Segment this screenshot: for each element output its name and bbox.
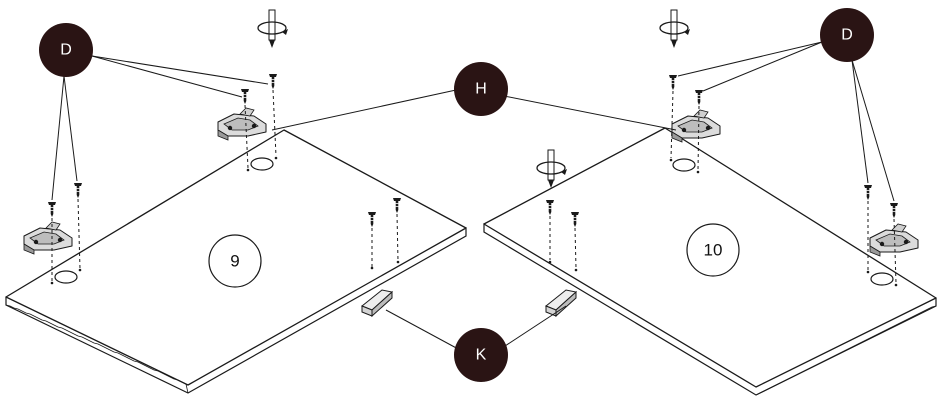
screwdriver-icon: [257, 9, 289, 49]
screw-icon: [668, 74, 678, 91]
left-guides: [51, 89, 399, 282]
callout-h-label: H: [475, 81, 487, 98]
callout-h: H: [454, 62, 508, 116]
right-guides: [549, 90, 897, 284]
step-9-label: 9: [230, 252, 239, 271]
hinge-icon: [217, 107, 267, 141]
screw-icon: [863, 184, 873, 201]
screw-icon: [73, 182, 83, 199]
handle-icon: [361, 289, 393, 317]
callout-k: K: [454, 328, 508, 382]
hinge-icon: [23, 221, 73, 255]
hinge-icon: [671, 109, 721, 143]
screw-icon: [889, 202, 899, 219]
screw-icon: [268, 73, 278, 90]
screw-icon: [47, 201, 57, 218]
callout-d-right: D: [820, 8, 874, 62]
step-10-badge: 10: [686, 223, 740, 277]
handle-icon: [545, 289, 577, 317]
step-10-label: 10: [704, 241, 723, 260]
step-9-badge: 9: [208, 234, 262, 288]
screw-icon: [694, 89, 704, 106]
hinge-icon: [869, 223, 919, 257]
callout-k-label: K: [476, 347, 487, 364]
screw-icon: [240, 88, 250, 105]
callout-d-right-label: D: [841, 27, 853, 44]
callout-d-left-label: D: [60, 42, 72, 59]
leader-lines: [51, 41, 895, 351]
screwdriver-icon: [659, 9, 691, 49]
callout-d-left: D: [39, 23, 93, 77]
